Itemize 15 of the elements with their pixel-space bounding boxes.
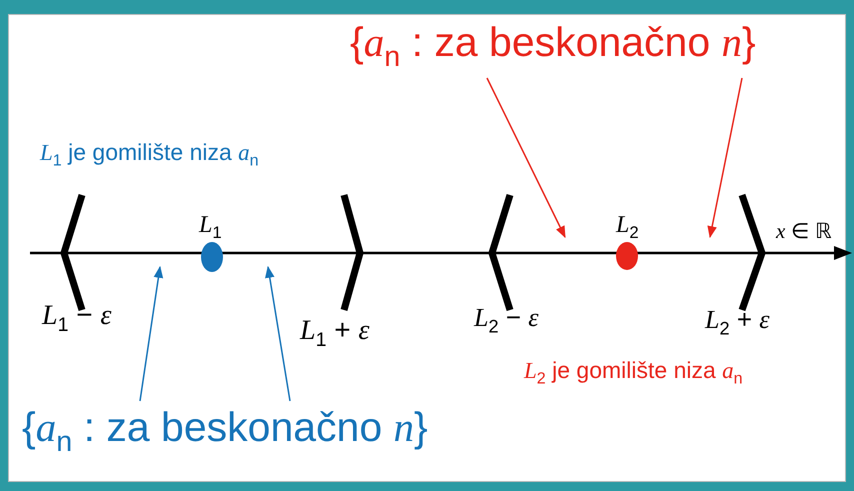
annotation-text: {a$_{n}$ : za beskonačno n} <box>22 405 428 459</box>
arrow <box>139 266 164 402</box>
interval-bound-label: L$_{1}$ − ε <box>42 300 112 336</box>
arrow <box>486 78 566 238</box>
annotation-text: L$_{2}$ je gomilište niza a$_{n}$ <box>524 358 743 388</box>
arrow <box>265 266 291 402</box>
axis-label: x ∈ ℝ <box>776 220 832 244</box>
interval-bound-label: L$_{2}$ − ε <box>474 303 538 336</box>
point-label: L$_{1}$ <box>199 212 222 242</box>
interval-bound-label: L$_{1}$ + ε <box>300 315 370 352</box>
point-label: L$_{2}$ <box>616 212 639 242</box>
annotation-text: {a$_{n}$ : za beskonačno n} <box>350 20 756 74</box>
interval-bound-label: L$_{2}$ + ε <box>705 305 770 338</box>
arrow <box>707 78 743 238</box>
annotation-text: L$_{1}$ je gomilište niza a$_{n}$ <box>40 140 259 170</box>
